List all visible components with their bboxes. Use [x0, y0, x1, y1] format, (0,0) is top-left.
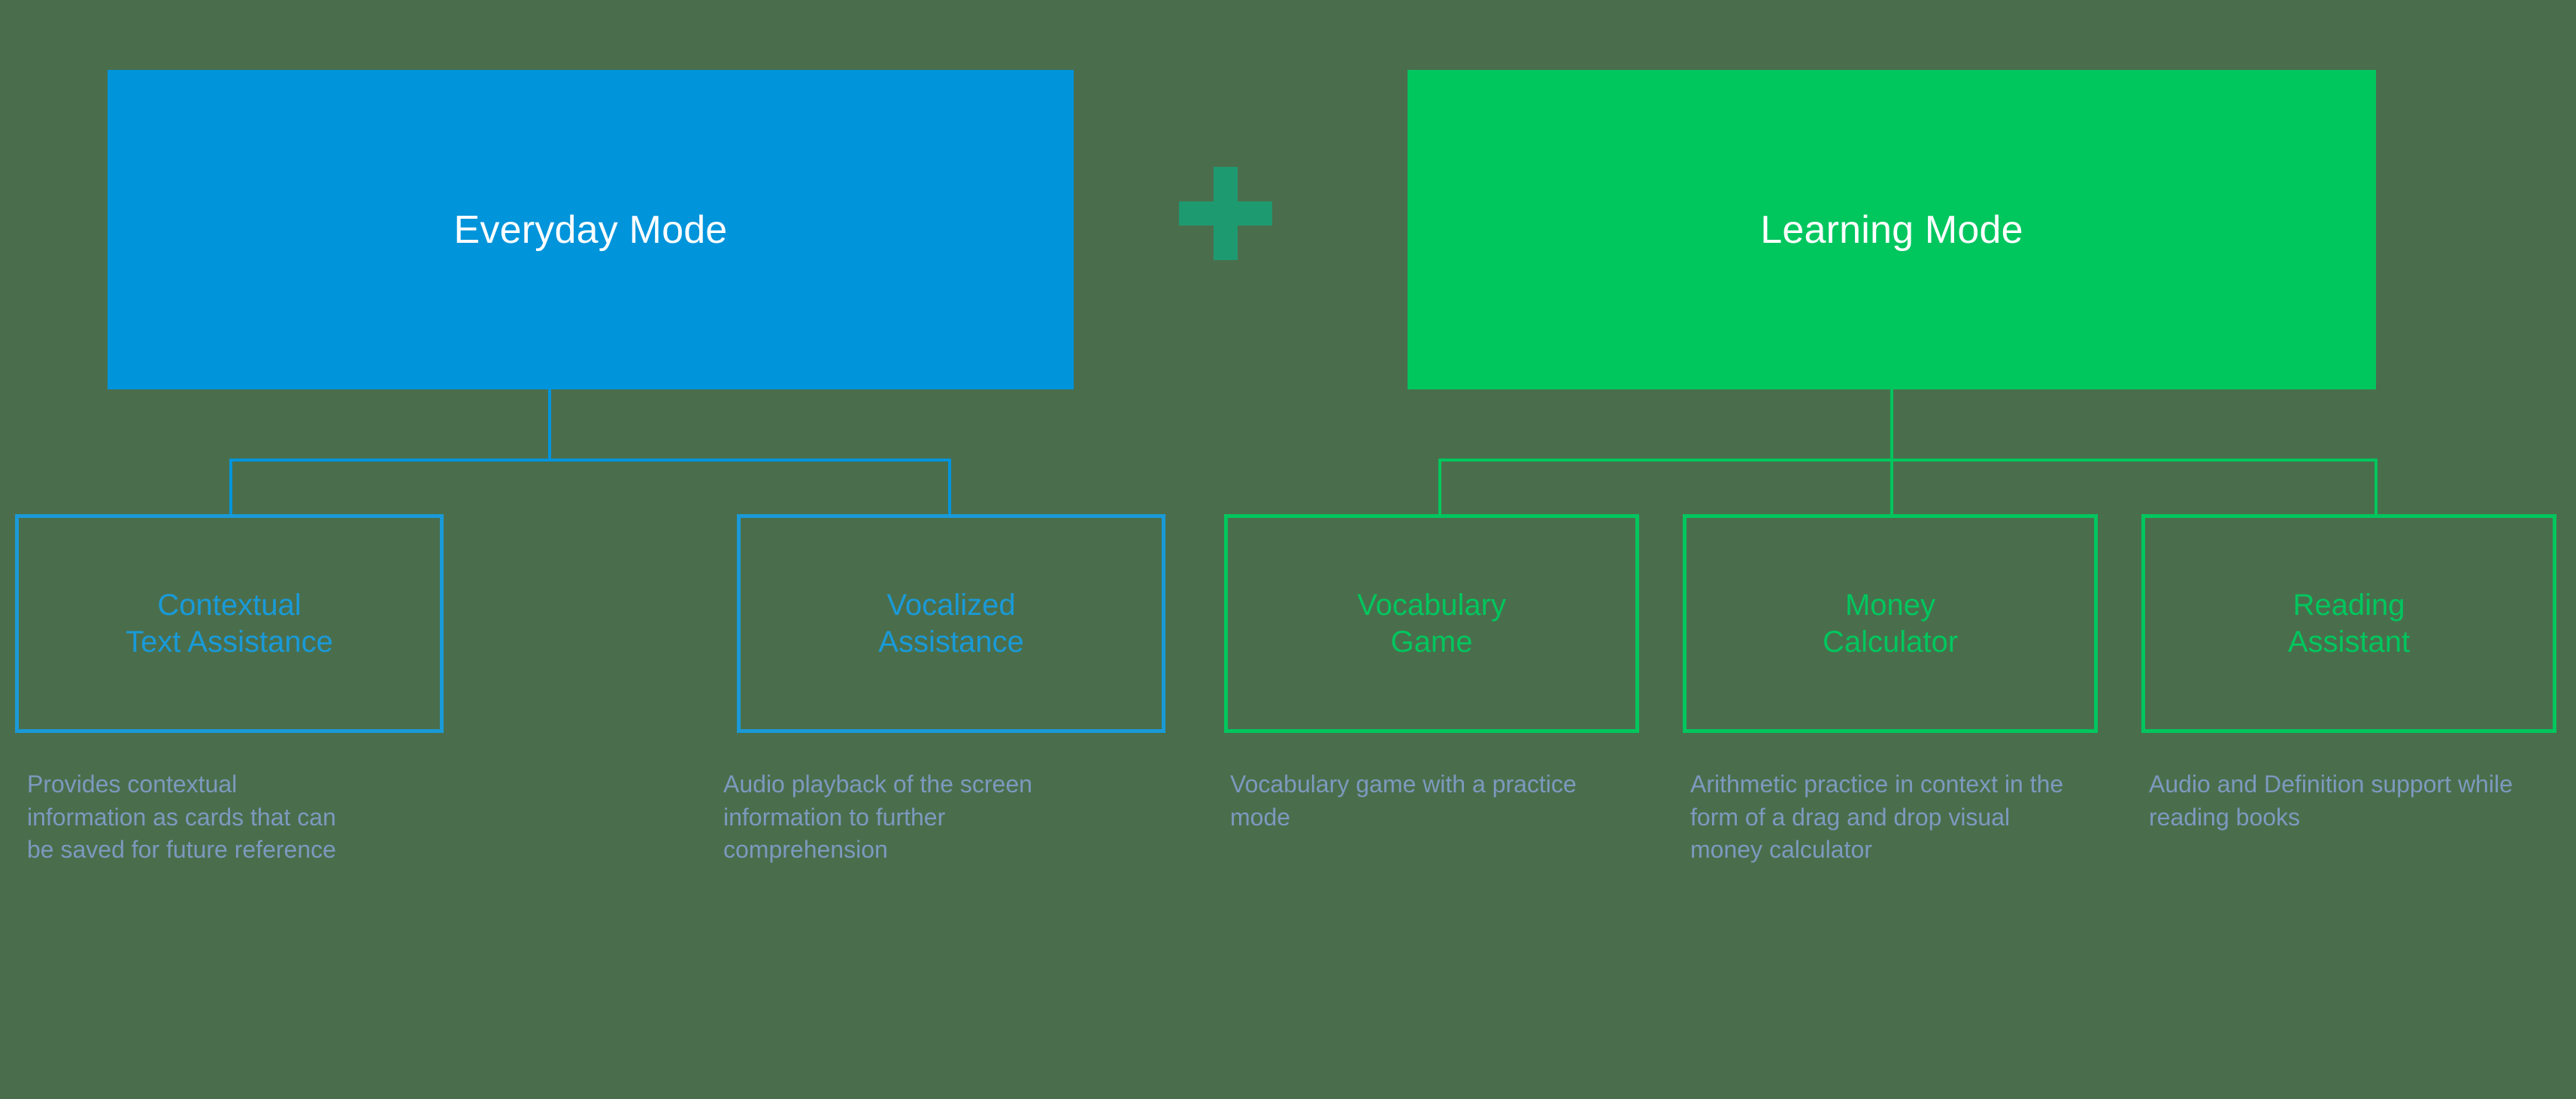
leaf-title-reading-assistant: Reading Assistant: [2288, 587, 2410, 661]
leaf-box-vocalized-assistance[interactable]: Vocalized Assistance: [737, 514, 1165, 733]
connector-everyday-trunk: [548, 389, 551, 460]
description-vocabulary-game: Vocabulary game with a practice mode: [1230, 771, 1577, 831]
leaf-box-money-calculator[interactable]: Money Calculator: [1683, 514, 2098, 733]
leaf-title-line-2: Calculator: [1822, 625, 1959, 658]
leaf-title-line-2: Text Assistance: [126, 625, 333, 658]
learning-mode-title: Learning Mode: [1760, 207, 2023, 252]
leaf-title-vocabulary-game: Vocabulary Game: [1357, 587, 1506, 661]
connector-everyday-drop-1: [229, 459, 232, 516]
connector-learning-drop-3: [2374, 459, 2377, 516]
description-contextual-text-assistance: Provides contextual information as cards…: [27, 771, 336, 864]
description-money-calculator: Arithmetic practice in context in the fo…: [1690, 771, 2064, 864]
leaf-title-line-1: Reading: [2293, 588, 2405, 622]
leaf-box-vocabulary-game[interactable]: Vocabulary Game: [1224, 514, 1639, 733]
leaf-box-reading-assistant[interactable]: Reading Assistant: [2141, 514, 2556, 733]
leaf-title-line-2: Assistance: [878, 625, 1024, 658]
leaf-box-contextual-text-assistance[interactable]: Contextual Text Assistance: [15, 514, 444, 733]
connector-learning-bus: [1438, 459, 2377, 462]
description-reading-assistant: Audio and Definition support while readi…: [2149, 771, 2513, 831]
leaf-title-line-2: Game: [1390, 625, 1473, 658]
everyday-mode-title: Everyday Mode: [453, 207, 728, 252]
connector-learning-trunk: [1890, 389, 1893, 460]
leaf-title-line-1: Vocabulary: [1357, 588, 1506, 622]
leaf-title-vocalized-assistance: Vocalized Assistance: [878, 587, 1023, 661]
leaf-title-contextual-text-assistance: Contextual Text Assistance: [126, 587, 333, 661]
leaf-title-money-calculator: Money Calculator: [1823, 587, 1958, 661]
leaf-title-line-1: Money: [1844, 588, 1936, 622]
everyday-mode-box[interactable]: Everyday Mode: [108, 70, 1074, 389]
connector-learning-drop-2: [1890, 459, 1893, 516]
connector-everyday-bus: [229, 459, 951, 462]
connector-everyday-drop-2: [948, 459, 951, 516]
learning-mode-box[interactable]: Learning Mode: [1408, 70, 2376, 389]
leaf-title-line-1: Contextual: [157, 588, 302, 622]
connector-learning-drop-1: [1438, 459, 1441, 516]
plus-icon-vertical-bar: [1214, 167, 1238, 260]
leaf-title-line-1: Vocalized: [886, 588, 1016, 622]
leaf-title-line-2: Assistant: [2287, 625, 2411, 658]
description-vocalized-assistance: Audio playback of the screen information…: [723, 771, 1032, 864]
plus-icon: [1179, 167, 1272, 260]
